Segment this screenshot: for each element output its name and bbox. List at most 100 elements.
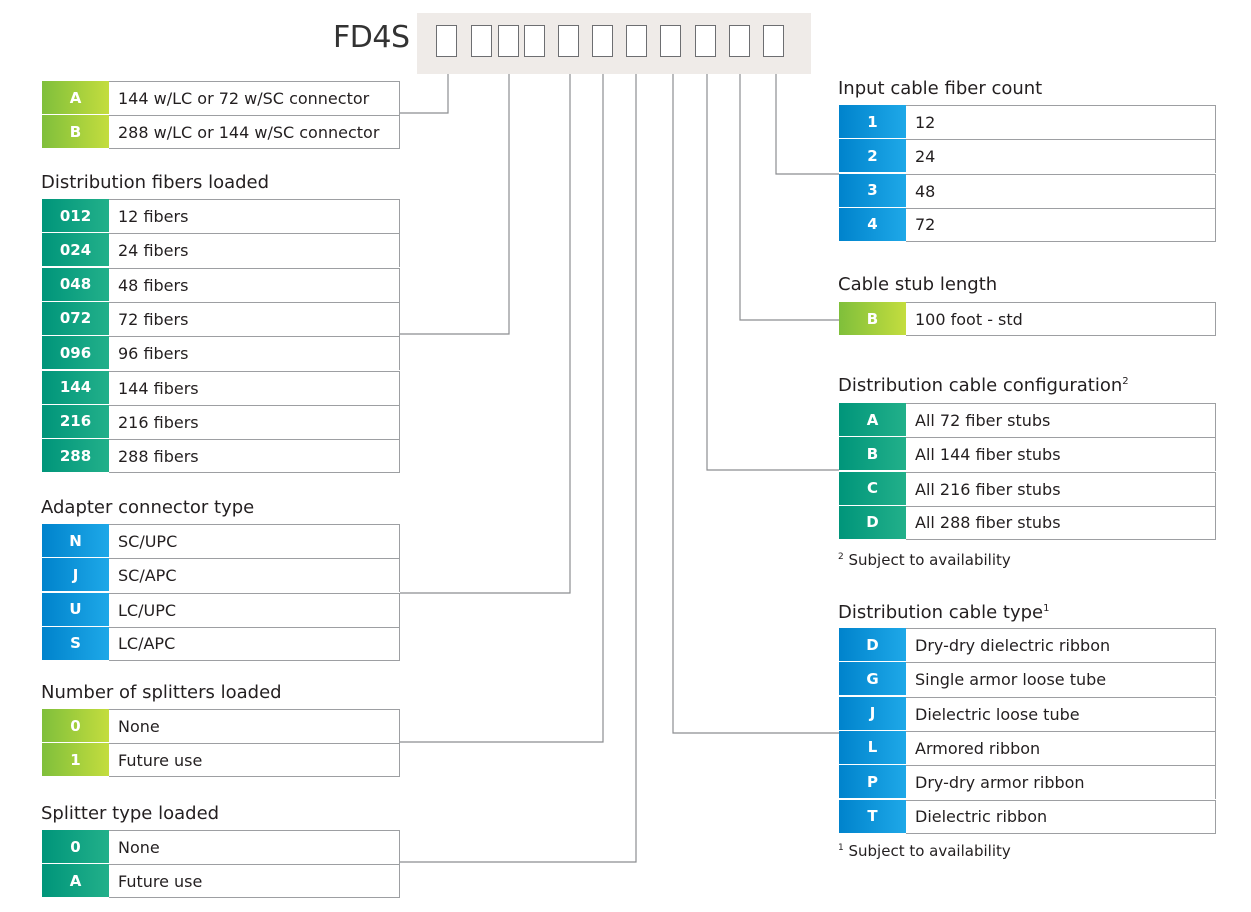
option-label: All 216 fiber stubs (906, 471, 1216, 506)
code-slot-6 (592, 25, 613, 57)
option-code: D (839, 628, 906, 662)
option-code: T (839, 799, 906, 834)
code-slot-5 (558, 25, 579, 57)
option-code: B (839, 437, 906, 472)
option-code: 288 (42, 439, 109, 474)
option-code: A (839, 403, 906, 437)
option-code: 096 (42, 336, 109, 371)
option-label: Dielectric loose tube (906, 696, 1216, 731)
option-label: Single armor loose tube (906, 662, 1216, 697)
footnote-1-text: Subject to availability (843, 842, 1011, 860)
code-slot-8 (660, 25, 681, 57)
option-label: 216 fibers (109, 404, 400, 439)
option-label: None (109, 830, 400, 864)
option-code: A (42, 81, 109, 115)
option-code: 072 (42, 301, 109, 336)
option-code: 2 (839, 139, 906, 174)
option-label: LC/UPC (109, 592, 400, 627)
leader-stub-length (739, 63, 839, 321)
option-label: Dry-dry armor ribbon (906, 765, 1216, 800)
heading-dist-config-sup: 2 (1122, 376, 1129, 387)
option-label: 72 fibers (109, 301, 400, 336)
option-code: 048 (42, 267, 109, 302)
option-label: None (109, 709, 400, 743)
model-prefix: FD4S - (333, 20, 429, 55)
leader-dist-type (672, 63, 839, 734)
option-code: U (42, 592, 109, 627)
option-label: Dielectric ribbon (906, 799, 1216, 834)
option-label: All 144 fiber stubs (906, 437, 1216, 472)
heading-dist-config: Distribution cable configuration2 (838, 375, 1129, 396)
code-slot-1 (436, 25, 457, 57)
option-code: J (839, 696, 906, 731)
option-label: Armored ribbon (906, 730, 1216, 765)
option-label: SC/APC (109, 558, 400, 593)
code-slot-3 (498, 25, 519, 57)
option-label: 288 w/LC or 144 w/SC connector (109, 115, 400, 150)
option-code: P (839, 765, 906, 800)
footnote-2: 2 Subject to availability (838, 551, 1011, 569)
code-slot-10 (729, 25, 750, 57)
code-slot-2 (471, 25, 492, 57)
leader-size (400, 63, 449, 114)
option-code: C (839, 471, 906, 506)
heading-splitter-type: Splitter type loaded (41, 803, 220, 824)
heading-dist-type: Distribution cable type1 (838, 602, 1049, 623)
option-code: D (839, 505, 906, 540)
footnote-1-sup: 1 (838, 843, 844, 853)
leader-input-count (775, 63, 839, 175)
leader-splitters (400, 63, 604, 743)
option-code: 216 (42, 404, 109, 439)
option-label: LC/APC (109, 626, 400, 661)
heading-dist-type-sup: 1 (1043, 603, 1050, 614)
footnote-2-text: Subject to availability (843, 551, 1011, 569)
option-label: 144 w/LC or 72 w/SC connector (109, 81, 400, 115)
option-code: 4 (839, 207, 906, 242)
option-code: L (839, 730, 906, 765)
option-code: 012 (42, 199, 109, 233)
option-code: 1 (42, 743, 109, 778)
option-label: 288 fibers (109, 439, 400, 474)
heading-dist-config-text: Distribution cable configuration (838, 375, 1123, 396)
heading-distribution-fibers: Distribution fibers loaded (41, 172, 270, 193)
leader-dist-config (706, 63, 839, 471)
option-code: 144 (42, 370, 109, 405)
option-label: Future use (109, 864, 400, 899)
option-label: All 72 fiber stubs (906, 403, 1216, 437)
option-code: B (42, 115, 109, 150)
option-label: 12 (906, 105, 1216, 139)
option-label: SC/UPC (109, 524, 400, 558)
option-code: A (42, 864, 109, 899)
